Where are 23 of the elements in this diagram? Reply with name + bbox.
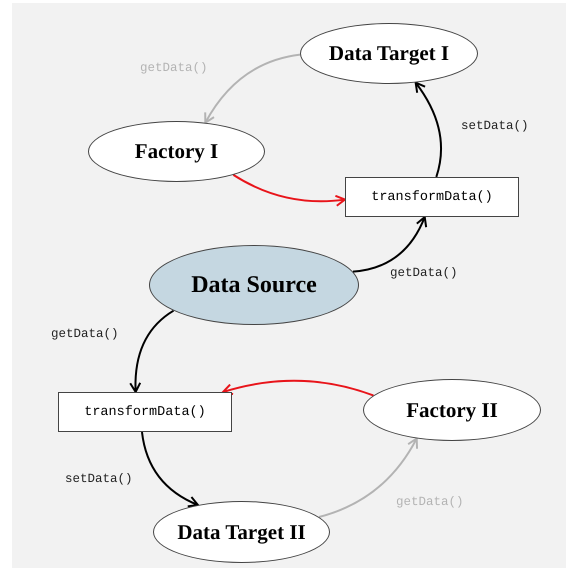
curved-arrow [318, 437, 418, 518]
node-title: Data Source [191, 272, 317, 298]
edge-label: getData() [140, 62, 208, 76]
edge-label: setData() [461, 120, 529, 134]
curved-arrow [232, 174, 346, 207]
process-box [58, 392, 232, 432]
curved-arrow [414, 82, 442, 178]
function-name: transformData() [371, 190, 493, 204]
curved-arrow [352, 216, 427, 273]
curved-arrow [130, 310, 174, 393]
curved-arrow [222, 380, 374, 396]
node-title: Data Target II [177, 520, 306, 544]
process-box [345, 177, 519, 217]
edge-label: getData() [396, 496, 464, 510]
edge-label: getData() [51, 328, 119, 342]
edge-label: getData() [390, 267, 458, 281]
edge-label: setData() [65, 473, 133, 487]
node-title: Data Target I [328, 41, 450, 66]
node-title: Factory II [406, 398, 498, 422]
curved-arrow [204, 54, 300, 124]
curved-arrow [140, 432, 199, 507]
function-name: transformData() [84, 404, 206, 420]
node-title: Factory I [134, 139, 218, 164]
